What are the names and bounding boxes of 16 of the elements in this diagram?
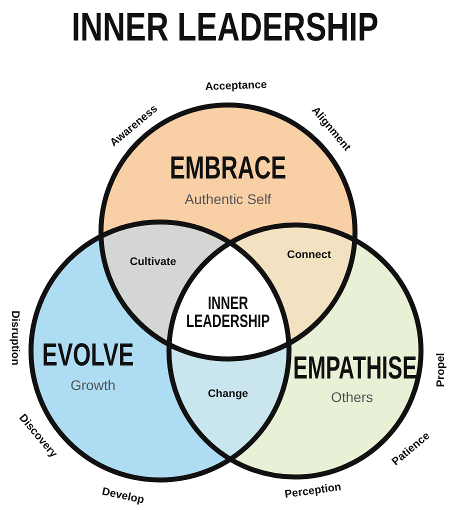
perimeter-label: Perception	[284, 481, 342, 501]
circle-heading: EMPATHISE	[293, 350, 417, 386]
perimeter-label: Disruption	[9, 310, 21, 366]
circle-heading: EVOLVE	[42, 336, 134, 374]
perimeter-label: Acceptance	[204, 78, 268, 94]
perimeter-label: Propel	[435, 352, 447, 388]
region-label: Cultivate	[130, 256, 176, 268]
region-label: Connect	[287, 249, 331, 261]
region-label: Change	[208, 388, 248, 400]
title: INNER LEADERSHIP	[72, 6, 378, 50]
circle-subtitle: Others	[331, 389, 373, 405]
perimeter-label: Develop	[100, 486, 146, 506]
circle-heading: EMBRACE	[170, 150, 286, 186]
circle-subtitle: Authentic Self	[184, 191, 272, 207]
center-label: INNER LEADERSHIP	[184, 294, 272, 330]
circle-subtitle: Growth	[70, 377, 116, 393]
